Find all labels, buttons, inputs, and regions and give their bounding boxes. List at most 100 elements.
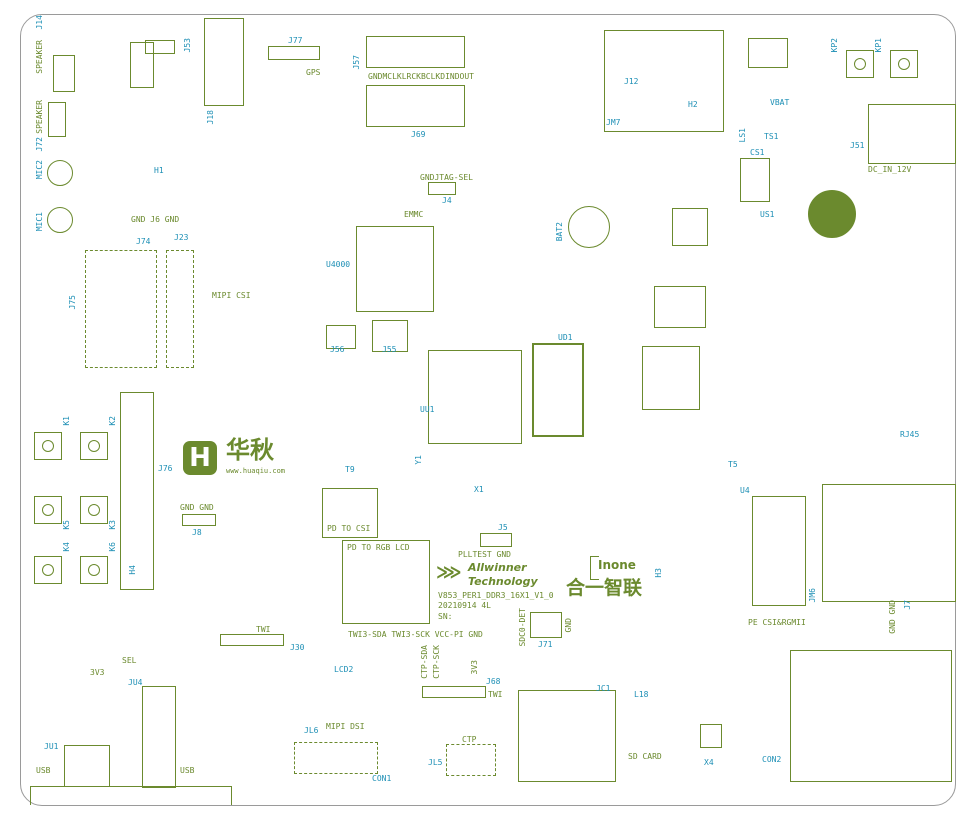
ju1-label: JU1 xyxy=(44,742,59,751)
cs1-label: CS1 xyxy=(750,148,765,157)
ud1-label: UD1 xyxy=(558,333,573,342)
u4-label: U4 xyxy=(740,486,750,495)
inone-logo: Inone xyxy=(598,558,636,572)
pcb-outline xyxy=(20,14,956,806)
j55-connector xyxy=(372,320,408,352)
con2-label: CON2 xyxy=(762,755,782,764)
inductor-2 xyxy=(672,208,708,246)
kp1-label: KP1 xyxy=(874,38,883,53)
rj45-connector xyxy=(822,484,956,602)
pe-csi-rgmii-label: PE CSI&RGMII xyxy=(748,618,806,627)
sd-card-slot xyxy=(518,690,616,782)
mic2 xyxy=(47,160,73,186)
j8-gnd-label: GND GND xyxy=(180,503,214,512)
x1-label: X1 xyxy=(474,485,484,494)
usb-label-2: USB xyxy=(180,766,195,775)
j18-label: J18 xyxy=(206,110,215,125)
j30-label: J30 xyxy=(290,643,305,652)
k2-label: K2 xyxy=(108,416,117,426)
pd-to-rgb-label: PD TO RGB LCD xyxy=(347,543,410,552)
k6-button[interactable] xyxy=(80,556,108,584)
ethernet-phy xyxy=(752,496,806,606)
board-date: 20210914 4L xyxy=(438,601,491,610)
dc-in-label: DC_IN_12V xyxy=(868,165,912,174)
j53 xyxy=(145,40,175,54)
i2s-pins-label: GNDMCLKLRCKBCLKDINDOUT xyxy=(368,72,474,81)
mic2-label: MIC2 xyxy=(35,160,44,180)
j75-label: J75 xyxy=(68,295,77,310)
kp2-button[interactable] xyxy=(846,50,874,78)
k4-button[interactable] xyxy=(34,556,62,584)
h2-label: H2 xyxy=(688,100,698,109)
j71-label: J71 xyxy=(538,640,553,649)
j56-label: J56 xyxy=(330,345,345,354)
speaker-label-2: SPEAKER xyxy=(35,100,44,134)
vbat-label: VBAT xyxy=(770,98,790,107)
ts1-label: TS1 xyxy=(764,132,779,141)
k4-label: K4 xyxy=(62,542,71,552)
soc-uu1 xyxy=(428,350,522,444)
speaker-label: SPEAKER xyxy=(35,40,44,74)
kp2-label: KP2 xyxy=(830,38,839,53)
mipi-dsi-label: MIPI DSI xyxy=(326,722,365,731)
bat2-label: BAT2 xyxy=(555,222,564,242)
k3-label: K3 xyxy=(108,520,117,530)
ctp-label: CTP xyxy=(462,735,477,744)
k3-button[interactable] xyxy=(80,496,108,524)
gps-label: GPS xyxy=(306,68,321,77)
sel-label: SEL xyxy=(122,656,137,665)
h4-label: H4 xyxy=(128,565,137,575)
j56-connector xyxy=(326,325,356,349)
k6-label: K6 xyxy=(108,542,117,552)
inone-logo-cn: 合一智联 xyxy=(566,577,643,599)
board-name: V853_PER1_DDR3_16X1_V1_0 xyxy=(438,591,554,600)
mic1-label: MIC1 xyxy=(35,212,44,232)
k2-button[interactable] xyxy=(80,432,108,460)
ju4-label: JU4 xyxy=(128,678,143,687)
sdc0-det-label: SDC0-DET xyxy=(518,608,527,647)
lcd2-label: LCD2 xyxy=(334,665,354,674)
j12-label: J12 xyxy=(624,77,639,86)
ls1-label: LS1 xyxy=(738,128,747,143)
pd-to-csi-label: PD TO CSI xyxy=(327,524,371,533)
j69-connector xyxy=(366,85,465,127)
pmic xyxy=(642,346,700,410)
speaker-connector xyxy=(53,55,75,92)
battery-holder xyxy=(748,38,788,68)
huaqiu-logo-text: 华秋 xyxy=(226,436,274,464)
jtag-sel-label: GNDJTAG-SEL xyxy=(420,173,473,182)
j18-connector xyxy=(204,18,244,106)
gnd-j7-label: GND GND xyxy=(888,600,897,634)
plltest-label: PLLTEST GND xyxy=(458,550,511,559)
huaqiu-logo-icon: H xyxy=(183,441,217,475)
j53-label: J53 xyxy=(183,38,192,53)
usb-connector-2 xyxy=(142,686,176,788)
inone-logo-bracket xyxy=(590,556,599,580)
x4-label: X4 xyxy=(704,758,714,767)
k1-button[interactable] xyxy=(34,432,62,460)
j74-label: J74 xyxy=(136,237,151,246)
j5-connector xyxy=(480,533,512,547)
pd-to-csi-area xyxy=(322,488,378,538)
j51-label: J51 xyxy=(850,141,865,150)
ctp-connector xyxy=(446,744,496,776)
usb-label-1: USB xyxy=(36,766,51,775)
j69-label: J69 xyxy=(411,130,426,139)
kp1-button[interactable] xyxy=(890,50,918,78)
k1-label: K1 xyxy=(62,416,71,426)
ctp-sda-label: CTP-SDA xyxy=(420,645,429,679)
j76-label: J76 xyxy=(158,464,173,473)
rj45-label: RJ45 xyxy=(900,430,920,439)
mipi-csi-label: MIPI CSI xyxy=(212,291,251,300)
j57-label: J57 xyxy=(352,55,361,70)
j68-connector xyxy=(422,686,486,698)
component xyxy=(130,42,154,88)
k5-button[interactable] xyxy=(34,496,62,524)
j5-label: J5 xyxy=(498,523,508,532)
u4000-label: U4000 xyxy=(326,260,351,269)
twi-label: TWI xyxy=(256,625,271,634)
jm6-label: JM6 xyxy=(808,588,817,603)
crystal-x4 xyxy=(700,724,722,748)
dc-jack xyxy=(868,104,956,164)
l18-label: L18 xyxy=(634,690,649,699)
